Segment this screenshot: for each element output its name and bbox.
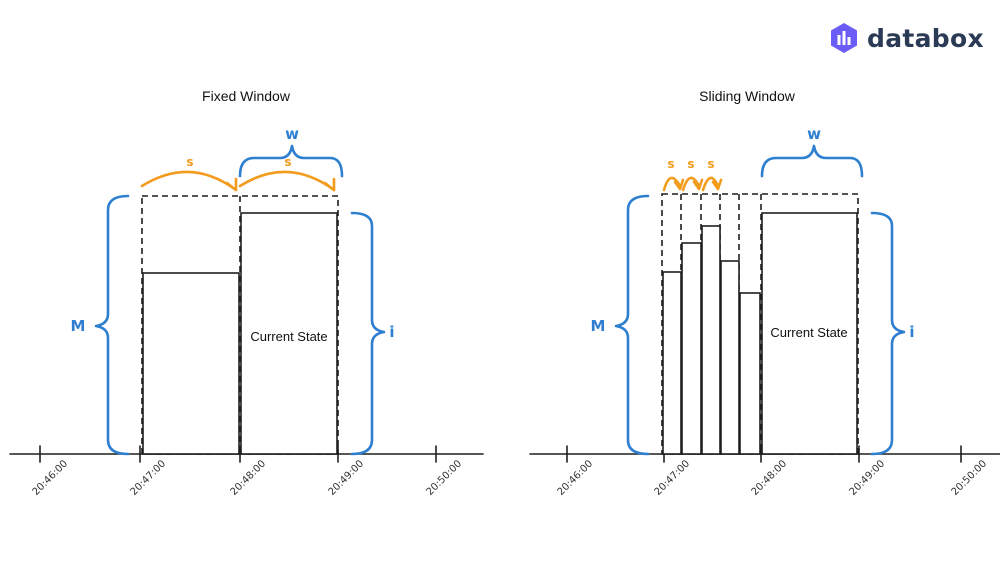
- step-arrowhead: [225, 177, 238, 192]
- databox-logo-icon: [831, 23, 857, 53]
- limit-box: [141, 195, 339, 455]
- max-label: M: [591, 317, 606, 335]
- tick-label: 20:49:00: [327, 458, 367, 498]
- current-state-label: Current State: [250, 329, 327, 344]
- current-state-label: Current State: [770, 325, 847, 340]
- current-label: i: [909, 323, 914, 341]
- step-label: s: [186, 155, 193, 169]
- step-arrowhead: [692, 178, 704, 191]
- step-arrow: [662, 176, 682, 192]
- step-arrowhead: [673, 178, 685, 191]
- window-brace: [238, 144, 344, 178]
- tick-label: 20:48:00: [750, 458, 790, 498]
- step-label: s: [284, 155, 291, 169]
- tick-label: 20:49:00: [848, 458, 888, 498]
- window-label: w: [285, 125, 299, 143]
- max-label: M: [71, 317, 86, 335]
- window-bar-current: [240, 212, 338, 455]
- tick-label: 20:46:00: [31, 458, 71, 498]
- slice-bar: [720, 260, 740, 455]
- sliding-window-panel: Sliding Window 20:46:00 20:47:00 20:48:0…: [529, 88, 1000, 498]
- max-brace: [614, 194, 650, 456]
- window-label: w: [807, 125, 821, 143]
- axis-tick-labels: 20:46:00 20:47:00 20:48:00 20:49:00 20:5…: [556, 458, 990, 498]
- step-arrow: [238, 170, 336, 192]
- panel-title-sliding: Sliding Window: [699, 88, 796, 104]
- panel-title-fixed: Fixed Window: [202, 88, 291, 104]
- tick-label: 20:50:00: [950, 458, 990, 498]
- step-label: s: [707, 157, 714, 171]
- tick-label: 20:50:00: [425, 458, 465, 498]
- window-bar-current: [761, 212, 858, 455]
- step-label: s: [667, 157, 674, 171]
- step-label: s: [687, 157, 694, 171]
- slice-bar: [701, 225, 721, 455]
- current-label: i: [389, 323, 394, 341]
- brand-name: databox: [867, 23, 984, 53]
- tick-label: 20:48:00: [229, 458, 269, 498]
- databox-logo: databox: [829, 22, 984, 54]
- window-brace: [760, 144, 864, 178]
- current-brace: [350, 211, 386, 456]
- tick-label: 20:46:00: [556, 458, 596, 498]
- step-arrow: [701, 176, 720, 192]
- slice-bar: [681, 242, 702, 455]
- current-brace: [870, 211, 906, 456]
- tick-label: 20:47:00: [129, 458, 169, 498]
- slice-bar: [739, 292, 761, 455]
- max-brace: [94, 194, 130, 456]
- step-arrow: [681, 176, 701, 192]
- step-arrowhead: [711, 178, 723, 191]
- step-arrowhead: [323, 177, 336, 192]
- fixed-window-panel: Fixed Window 20:46:00 20:47:00 20:48:00 …: [9, 88, 484, 498]
- axis-tick-labels: 20:46:00 20:47:00 20:48:00 20:49:00 20:5…: [31, 458, 465, 498]
- window-bar-previous: [142, 272, 240, 455]
- step-arrow: [140, 170, 238, 192]
- slice-bar: [662, 271, 682, 455]
- tick-label: 20:47:00: [653, 458, 693, 498]
